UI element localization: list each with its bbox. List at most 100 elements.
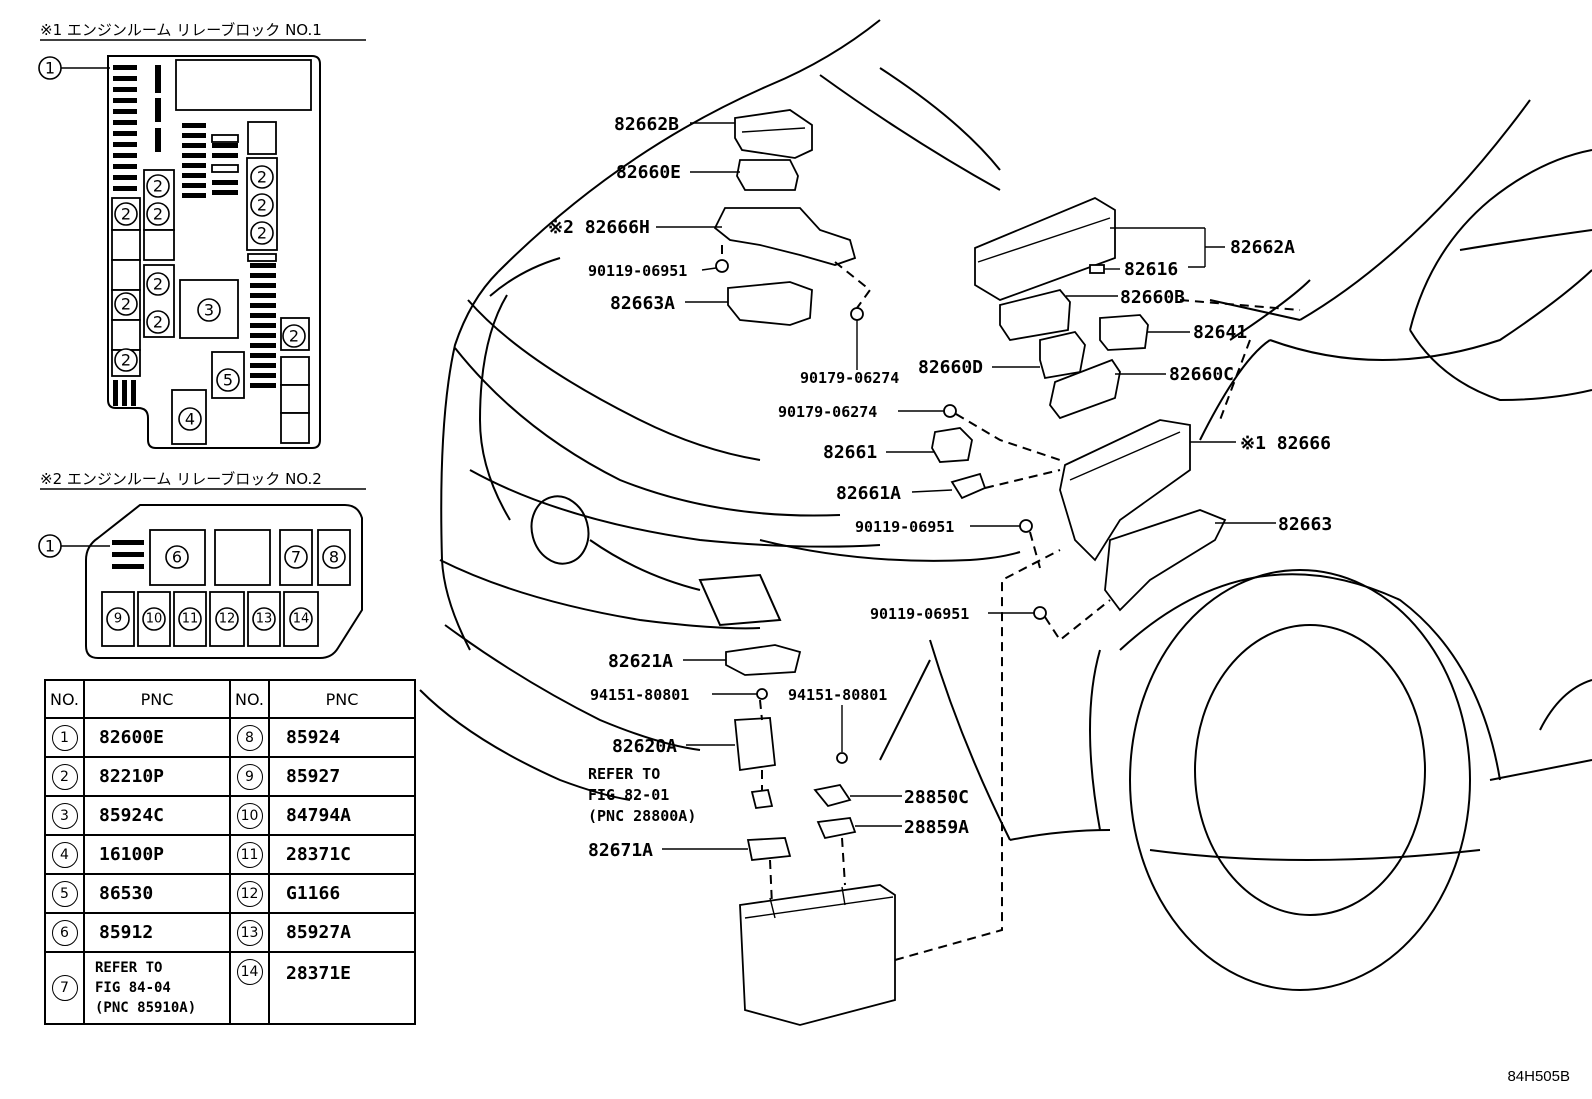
row-number: 13: [236, 919, 263, 946]
table-row: 6 85912 13 85927A: [44, 912, 416, 953]
refer-line: REFER TO: [95, 960, 163, 976]
table-row: 7 REFER TO FIG 84-04 (PNC 85910A) 14 283…: [44, 951, 416, 1025]
callout-labels: 82662B 82660E ※2 82666H 90119-06951 8266…: [548, 114, 1332, 861]
svg-text:8: 8: [329, 548, 339, 567]
label-82663A: 82663A: [610, 293, 675, 314]
table-header-row: NO. PNC NO. PNC: [44, 679, 416, 719]
pnc-cell: 82600E: [83, 717, 231, 758]
pnc-cell: 85924: [268, 717, 416, 758]
label-82662A: 82662A: [1230, 237, 1295, 258]
label-82616: 82616: [1124, 259, 1178, 280]
row-number: 5: [51, 880, 78, 907]
svg-text:2: 2: [121, 205, 131, 224]
label-82620A: 82620A: [612, 736, 677, 757]
row-number: 1: [51, 724, 78, 751]
svg-text:12: 12: [219, 612, 236, 627]
label-82660B: 82660B: [1120, 287, 1185, 308]
label-90119-06951-a: 90119-06951: [588, 262, 687, 280]
relay-block-1-title: ※1 エンジンルーム リレーブロック NO.1: [40, 21, 322, 39]
pnc-table: NO. PNC NO. PNC 1 82600E 8 85924 2 82210…: [44, 679, 416, 1025]
row-number: 6: [51, 919, 78, 946]
label-82660D: 82660D: [918, 357, 983, 378]
label-90179-06274-a: 90179-06274: [800, 369, 899, 387]
table-row: 1 82600E 8 85924: [44, 717, 416, 758]
label-28850C: 28850C: [904, 787, 969, 808]
row-number: 2: [51, 763, 78, 790]
label-82662B: 82662B: [614, 114, 679, 135]
pnc-cell: 16100P: [83, 834, 231, 875]
label-refer-line-2: FIG 82-01: [588, 786, 669, 804]
label-28859A: 28859A: [904, 817, 969, 838]
header-pnc-right: PNC: [268, 679, 416, 719]
svg-text:2: 2: [153, 275, 163, 294]
refer-line: (PNC 85910A): [95, 1000, 197, 1016]
svg-text:2: 2: [257, 196, 267, 215]
label-82641: 82641: [1193, 322, 1247, 343]
leader-lines: [656, 122, 1301, 961]
row-number: 3: [51, 802, 78, 829]
svg-text:3: 3: [204, 301, 214, 320]
row-number: 4: [51, 841, 78, 868]
label-82621A: 82621A: [608, 651, 673, 672]
row-number: 10: [236, 802, 263, 829]
relay-block-2-title: ※2 エンジンルーム リレーブロック NO.2: [40, 470, 322, 488]
svg-text:5: 5: [223, 371, 233, 390]
pnc-cell: 85924C: [83, 795, 231, 836]
svg-text:7: 7: [291, 548, 301, 567]
label-82671A: 82671A: [588, 840, 653, 861]
label-82666: ※1 82666: [1240, 433, 1331, 454]
svg-text:2: 2: [289, 327, 299, 346]
label-94151-80801-a: 94151-80801: [590, 686, 689, 704]
pnc-cell: 28371C: [268, 834, 416, 875]
label-82660C: 82660C: [1169, 364, 1234, 385]
svg-text:10: 10: [146, 612, 163, 627]
svg-text:2: 2: [121, 351, 131, 370]
label-82660E: 82660E: [616, 162, 681, 183]
label-90119-06951-c: 90119-06951: [870, 605, 969, 623]
svg-text:13: 13: [256, 612, 273, 627]
relay-block-1: ※1 エンジンルーム リレーブロック NO.1 1: [38, 21, 366, 449]
header-pnc-left: PNC: [83, 679, 231, 719]
svg-text:2: 2: [153, 177, 163, 196]
row-number: 14: [236, 959, 263, 985]
pnc-cell: 86530: [83, 873, 231, 914]
pnc-cell: 82210P: [83, 756, 231, 797]
pnc-cell: 85912: [83, 912, 231, 953]
figure-code: 84H505B: [1507, 1068, 1570, 1085]
svg-text:2: 2: [153, 205, 163, 224]
label-refer-line-3: (PNC 28800A): [588, 807, 696, 825]
svg-text:1: 1: [45, 537, 55, 556]
svg-text:6: 6: [172, 548, 182, 567]
header-no-left: NO.: [44, 679, 85, 719]
label-82661A: 82661A: [836, 483, 901, 504]
svg-text:2: 2: [257, 224, 267, 243]
svg-text:1: 1: [45, 59, 55, 78]
refer-line: FIG 84-04: [95, 980, 171, 996]
table-row: 2 82210P 9 85927: [44, 756, 416, 797]
pnc-cell: 28371E: [268, 951, 416, 1025]
svg-text:4: 4: [185, 410, 195, 429]
pnc-refer-cell: REFER TO FIG 84-04 (PNC 85910A): [83, 951, 231, 1025]
row-number: 12: [236, 880, 263, 907]
pnc-cell: 85927: [268, 756, 416, 797]
label-82666H: ※2 82666H: [548, 217, 650, 238]
label-refer-line-1: REFER TO: [588, 765, 660, 783]
pnc-cell: 85927A: [268, 912, 416, 953]
row-number: 8: [236, 724, 263, 751]
car-body-outline: [419, 19, 1592, 991]
pnc-cell: 84794A: [268, 795, 416, 836]
svg-text:14: 14: [293, 612, 310, 627]
svg-text:2: 2: [121, 295, 131, 314]
label-94151-80801-b: 94151-80801: [788, 686, 887, 704]
label-82661: 82661: [823, 442, 877, 463]
label-90119-06951-b: 90119-06951: [855, 518, 954, 536]
relay-block-2: ※2 エンジンルーム リレーブロック NO.2 1 6 7 8 9 10 11 …: [38, 470, 366, 659]
label-90179-06274-b: 90179-06274: [778, 403, 877, 421]
table-row: 3 85924C 10 84794A: [44, 795, 416, 836]
table-row: 4 16100P 11 28371C: [44, 834, 416, 875]
table-row: 5 86530 12 G1166: [44, 873, 416, 914]
row-number: 9: [236, 763, 263, 790]
row-number: 11: [236, 841, 263, 868]
row-number: 7: [51, 975, 78, 1001]
